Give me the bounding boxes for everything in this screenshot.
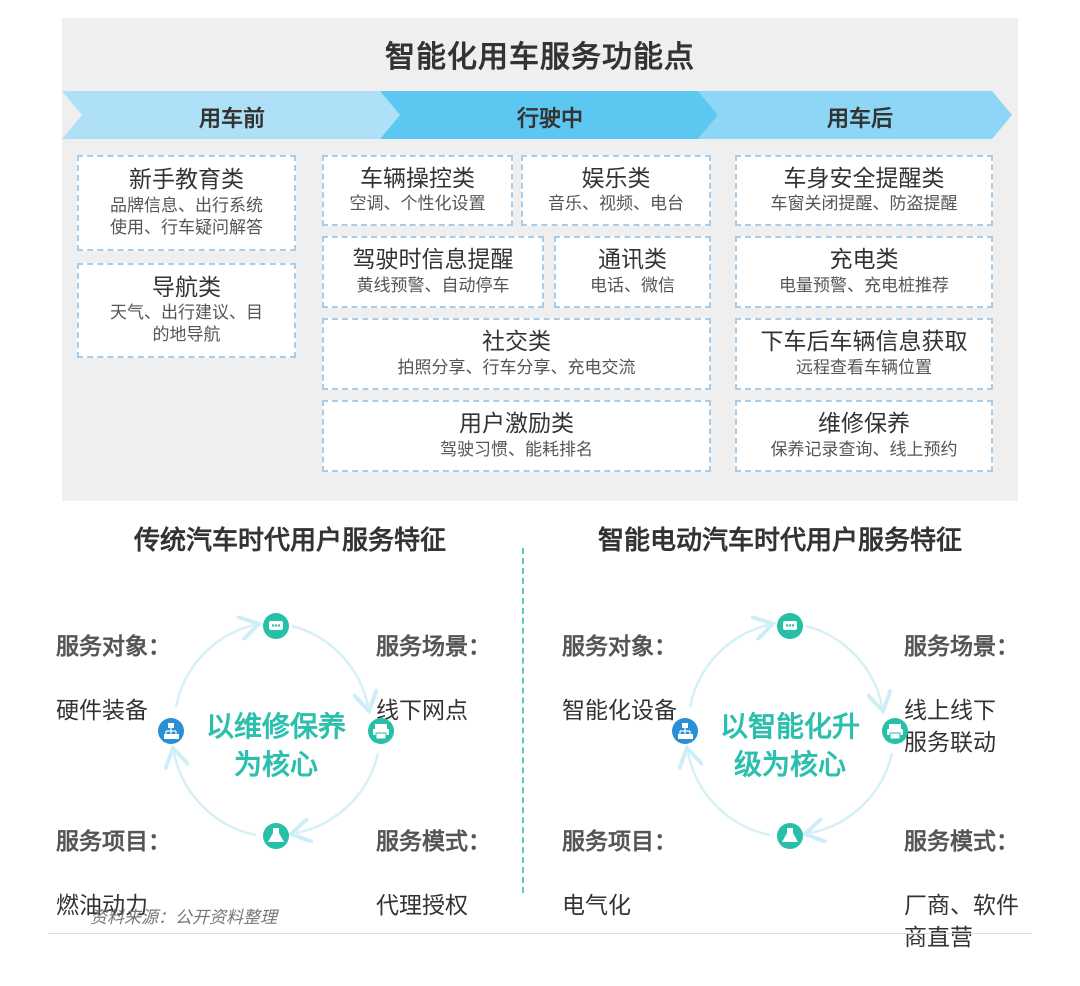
- box-communication: 通讯类 电话、微信: [554, 236, 711, 308]
- box-maintenance: 维修保养 保养记录查询、线上预约: [735, 400, 993, 472]
- traditional-section-title: 传统汽车时代用户服务特征: [133, 526, 446, 556]
- chat-icon: [777, 613, 803, 639]
- box-body-safety: 车身安全提醒类 车窗关闭提醒、防盗提醒: [735, 155, 993, 226]
- kv-key: 服务场景：: [376, 634, 491, 660]
- box-sub: 保养记录查询、线上预约: [770, 439, 958, 460]
- trad-scene: 服务场景： 线下网点: [376, 599, 491, 759]
- box-sub: 音乐、视频、电台: [548, 194, 684, 215]
- box-sub: 天气、出行建议、目 的地导航: [110, 303, 263, 346]
- trad-mode: 服务模式： 代理授权: [376, 794, 491, 954]
- smart-mode: 服务模式： 厂商、软件 商直营: [904, 794, 1019, 986]
- box-driving-info: 驾驶时信息提醒 黄线预警、自动停车: [322, 236, 544, 308]
- box-title: 车身安全提醒类: [783, 165, 945, 192]
- kv-value: 硬件装备: [56, 698, 148, 724]
- box-entertainment: 娱乐类 音乐、视频、电台: [521, 155, 711, 226]
- box-sub: 黄线预警、自动停车: [356, 275, 510, 296]
- box-sub: 电量预警、充电桩推荐: [779, 275, 949, 296]
- smart-core: 以智能化升 级为核心: [719, 710, 860, 781]
- box-sub: 车窗关闭提醒、防盗提醒: [770, 194, 958, 215]
- main-title: 智能化用车服务功能点: [385, 40, 695, 75]
- kv-key: 服务模式：: [904, 829, 1019, 855]
- kv-key: 服务项目：: [56, 829, 171, 855]
- box-title: 娱乐类: [581, 165, 651, 192]
- box-title: 导航类: [152, 274, 221, 301]
- box-sub: 拍照分享、行车分享、充电交流: [397, 357, 636, 378]
- smart-item: 服务项目： 电气化: [562, 794, 677, 954]
- kv-key: 服务对象：: [56, 634, 171, 660]
- trad-item: 服务项目： 燃油动力: [56, 794, 171, 954]
- traditional-cycle: [158, 613, 394, 849]
- chevron-driving: [380, 91, 718, 139]
- box-title: 下车后车辆信息获取: [760, 329, 968, 356]
- box-navigation: 导航类 天气、出行建议、目 的地导航: [77, 263, 296, 358]
- sitemap-icon: [672, 718, 698, 744]
- chevron-before: [62, 91, 400, 139]
- box-title: 维修保养: [818, 411, 910, 438]
- box-sub: 空调、个性化设置: [349, 194, 486, 215]
- printer-icon: [368, 718, 394, 744]
- box-title: 驾驶时信息提醒: [352, 247, 514, 274]
- box-charging: 充电类 电量预警、充电桩推荐: [735, 236, 993, 308]
- box-vehicle-control: 车辆操控类 空调、个性化设置: [322, 155, 513, 226]
- box-after-info: 下车后车辆信息获取 远程查看车辆位置: [735, 318, 993, 390]
- bottom-divider: [48, 933, 1032, 934]
- box-title: 车辆操控类: [360, 165, 475, 192]
- box-social: 社交类 拍照分享、行车分享、充电交流: [322, 318, 711, 390]
- traditional-core: 以维修保养 为核心: [205, 710, 346, 781]
- kv-value: 智能化设备: [562, 698, 677, 724]
- stage-label-after: 用车后: [826, 107, 893, 132]
- box-user-incentive: 用户激励类 驾驶习惯、能耗排名: [322, 400, 711, 472]
- smart-object: 服务对象： 智能化设备: [562, 599, 677, 759]
- kv-key: 服务项目：: [562, 829, 677, 855]
- kv-value: 厂商、软件 商直营: [904, 893, 1019, 951]
- box-title: 用户激励类: [459, 411, 574, 438]
- kv-key: 服务对象：: [562, 634, 677, 660]
- kv-value: 燃油动力: [56, 893, 148, 919]
- kv-key: 服务场景：: [904, 634, 1019, 660]
- smart-section-title: 智能电动汽车时代用户服务特征: [597, 526, 962, 556]
- kv-value: 线下网点: [376, 698, 468, 724]
- box-title: 社交类: [482, 329, 551, 356]
- printer-icon: [882, 718, 908, 744]
- box-sub: 驾驶习惯、能耗排名: [440, 439, 593, 460]
- chat-icon: [263, 613, 289, 639]
- box-title: 新手教育类: [129, 167, 244, 194]
- kv-key: 服务模式：: [376, 829, 491, 855]
- kv-value: 电气化: [562, 893, 631, 919]
- stage-chevrons: [62, 91, 1012, 139]
- flask-icon: [263, 823, 289, 849]
- box-newbie-education: 新手教育类 品牌信息、出行系统 使用、行车疑问解答: [77, 155, 296, 251]
- box-title: 充电类: [829, 247, 899, 274]
- chevron-after: [698, 91, 1012, 139]
- box-sub: 远程查看车辆位置: [796, 357, 932, 378]
- box-title: 通讯类: [598, 247, 667, 274]
- trad-object: 服务对象： 硬件装备: [56, 599, 171, 759]
- kv-value: 线上线下 服务联动: [904, 698, 996, 756]
- source-note: 资料来源：公开资料整理: [90, 908, 277, 928]
- kv-value: 代理授权: [376, 893, 468, 919]
- smart-cycle: [672, 613, 908, 849]
- sitemap-icon: [158, 718, 184, 744]
- flask-icon: [777, 823, 803, 849]
- box-sub: 电话、微信: [590, 275, 675, 296]
- stage-label-before: 用车前: [198, 107, 265, 132]
- section-divider: [522, 548, 524, 893]
- smart-scene: 服务场景： 线上线下 服务联动: [904, 599, 1019, 791]
- box-sub: 品牌信息、出行系统 使用、行车疑问解答: [110, 195, 263, 238]
- stage-label-driving: 行驶中: [516, 107, 583, 132]
